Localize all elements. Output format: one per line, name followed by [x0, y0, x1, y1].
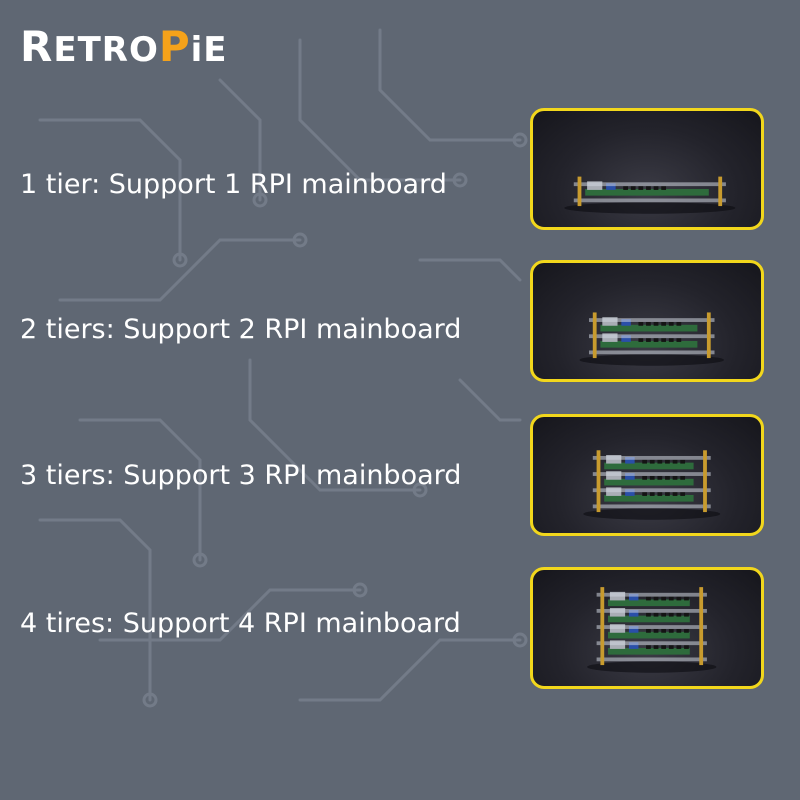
logo-letter-p: P	[158, 22, 191, 71]
tier-1-label: 1 tier: Support 1 RPI mainboard	[20, 169, 447, 200]
tier-4-label: 4 tires: Support 4 RPI mainboard	[20, 608, 461, 639]
tier-1-photo	[530, 108, 764, 230]
case-image	[564, 176, 736, 214]
retropie-logo: RETROPiE	[20, 26, 228, 68]
logo-ie: iE	[190, 30, 228, 70]
logo-etro: ETRO	[53, 30, 159, 70]
tier-3-label: 3 tiers: Support 3 RPI mainboard	[20, 460, 462, 491]
logo-letter-r: R	[20, 22, 54, 71]
tier-4-photo	[530, 567, 764, 689]
tier-2-label: 2 tiers: Support 2 RPI mainboard	[20, 314, 462, 345]
case-image	[587, 587, 717, 673]
case-image	[579, 312, 725, 366]
tier-3-photo	[530, 414, 764, 536]
case-image	[583, 450, 721, 520]
tier-2-photo	[530, 260, 764, 382]
